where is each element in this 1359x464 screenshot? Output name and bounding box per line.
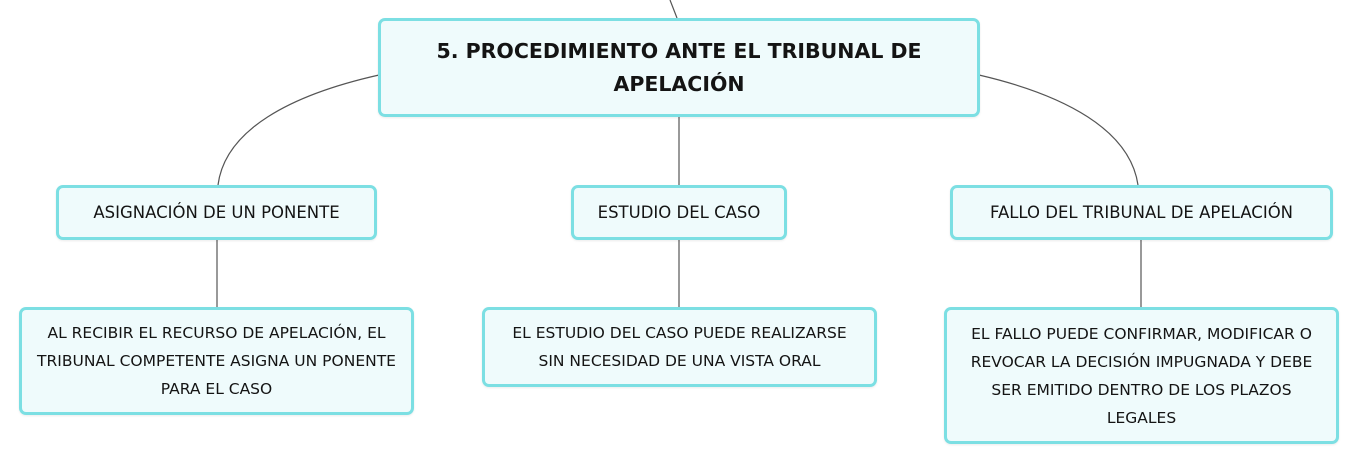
subtopic-text: EL FALLO PUEDE CONFIRMAR, MODIFICAR O RE…: [970, 324, 1313, 427]
subtopic-text: AL RECIBIR EL RECURSO DE APELACIÓN, EL T…: [37, 324, 396, 398]
subtopic-asignacion-detail[interactable]: AL RECIBIR EL RECURSO DE APELACIÓN, EL T…: [19, 307, 414, 415]
topic-fallo-del-tribunal[interactable]: FALLO DEL TRIBUNAL DE APELACIÓN: [950, 185, 1333, 240]
connector-root-to-asignacion: [217, 74, 380, 186]
subtopic-fallo-detail[interactable]: EL FALLO PUEDE CONFIRMAR, MODIFICAR O RE…: [944, 307, 1339, 444]
topic-label: ASIGNACIÓN DE UN PONENTE: [93, 202, 340, 222]
root-topic[interactable]: 5. PROCEDIMIENTO ANTE EL TRIBUNAL DE APE…: [378, 18, 980, 117]
topic-estudio-del-caso[interactable]: ESTUDIO DEL CASO: [571, 185, 787, 240]
connector-root-to-fallo: [978, 74, 1139, 186]
subtopic-text: EL ESTUDIO DEL CASO PUEDE REALIZARSE SIN…: [512, 324, 847, 370]
topic-asignacion-de-un-ponente[interactable]: ASIGNACIÓN DE UN PONENTE: [56, 185, 377, 240]
connector-parent-to-root: [669, 0, 678, 19]
subtopic-estudio-detail[interactable]: EL ESTUDIO DEL CASO PUEDE REALIZARSE SIN…: [482, 307, 877, 387]
topic-label: ESTUDIO DEL CASO: [597, 202, 761, 222]
topic-label: FALLO DEL TRIBUNAL DE APELACIÓN: [989, 202, 1294, 222]
root-topic-title: 5. PROCEDIMIENTO ANTE EL TRIBUNAL DE APE…: [436, 38, 922, 96]
